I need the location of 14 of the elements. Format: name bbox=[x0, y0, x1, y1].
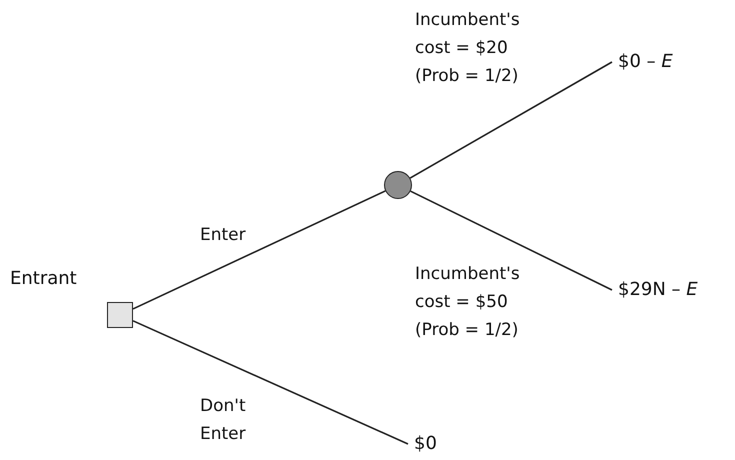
payoff-text: $0 – E bbox=[612, 50, 673, 74]
chance-node-circle bbox=[384, 171, 412, 199]
payoff-text: $0 bbox=[408, 432, 437, 456]
branch-line bbox=[132, 320, 408, 445]
decision-square bbox=[107, 302, 133, 328]
branch-label: Enter bbox=[200, 224, 247, 247]
player-label: Entrant bbox=[10, 268, 77, 289]
branch-line bbox=[410, 190, 612, 291]
branch-label: Don't Enter bbox=[200, 395, 247, 446]
branch-label: Incumbent's cost = $50 (Prob = 1/2) bbox=[415, 263, 521, 342]
payoff-text: $29N – E bbox=[612, 278, 698, 302]
branch-line bbox=[132, 190, 386, 310]
branch-label: Incumbent's cost = $20 (Prob = 1/2) bbox=[415, 9, 521, 88]
branch-line bbox=[410, 61, 612, 179]
